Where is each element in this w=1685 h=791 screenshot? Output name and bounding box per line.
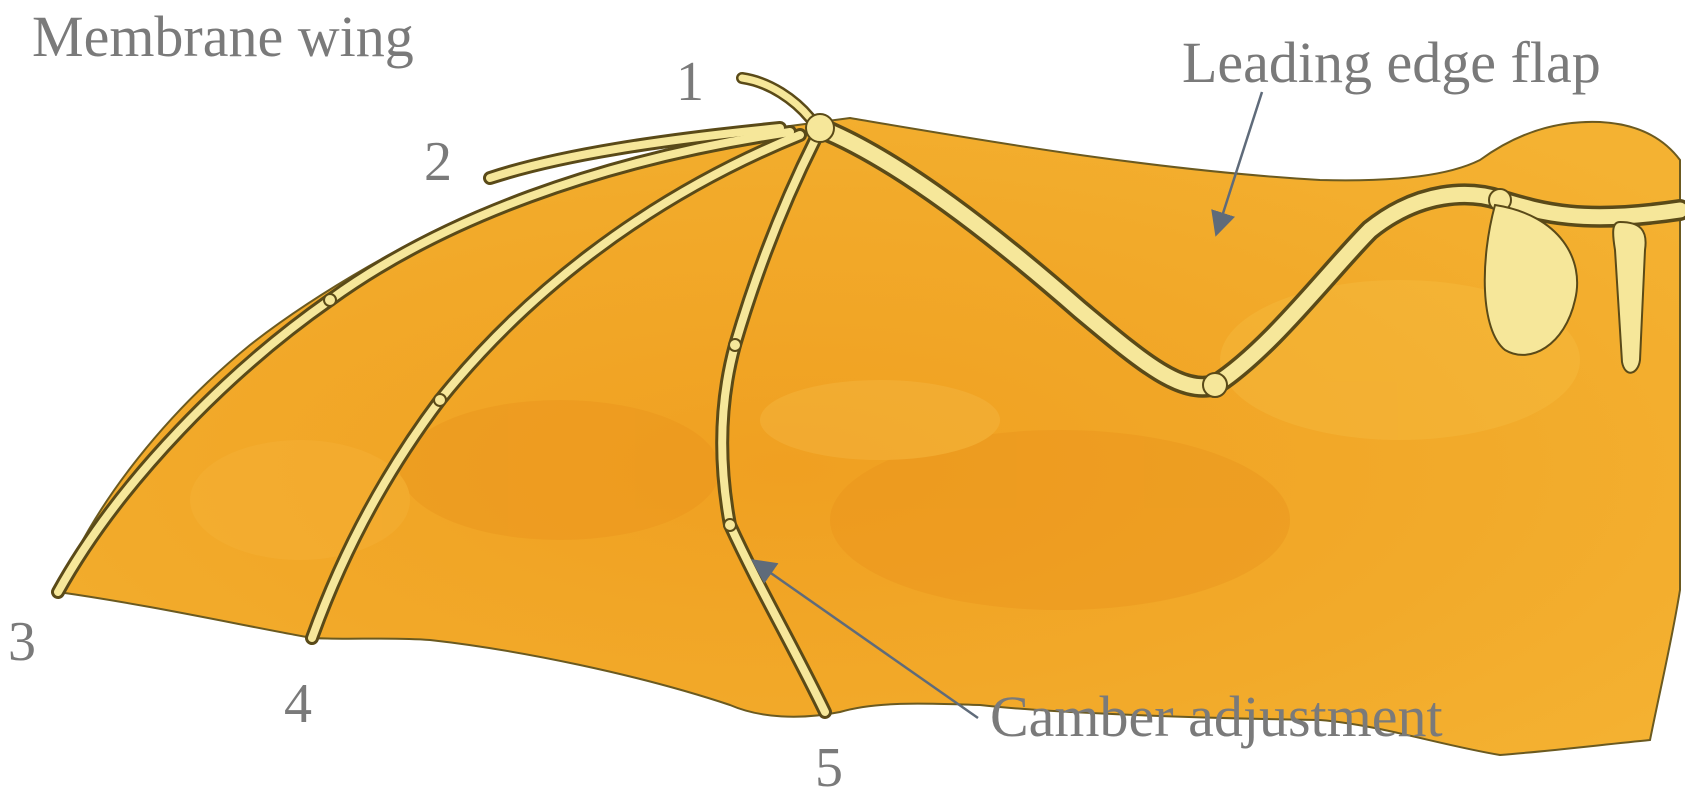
digit-label-3: 3 bbox=[8, 611, 36, 673]
camber-adjustment-label: Camber adjustment bbox=[990, 684, 1443, 749]
digit-label-1: 1 bbox=[676, 51, 704, 113]
digit-label-5: 5 bbox=[815, 737, 843, 791]
digit-label-2: 2 bbox=[424, 131, 452, 193]
leading-edge-flap-label: Leading edge flap bbox=[1182, 30, 1601, 95]
diagram-title: Membrane wing bbox=[32, 4, 414, 69]
digit-label-4: 4 bbox=[284, 673, 312, 735]
